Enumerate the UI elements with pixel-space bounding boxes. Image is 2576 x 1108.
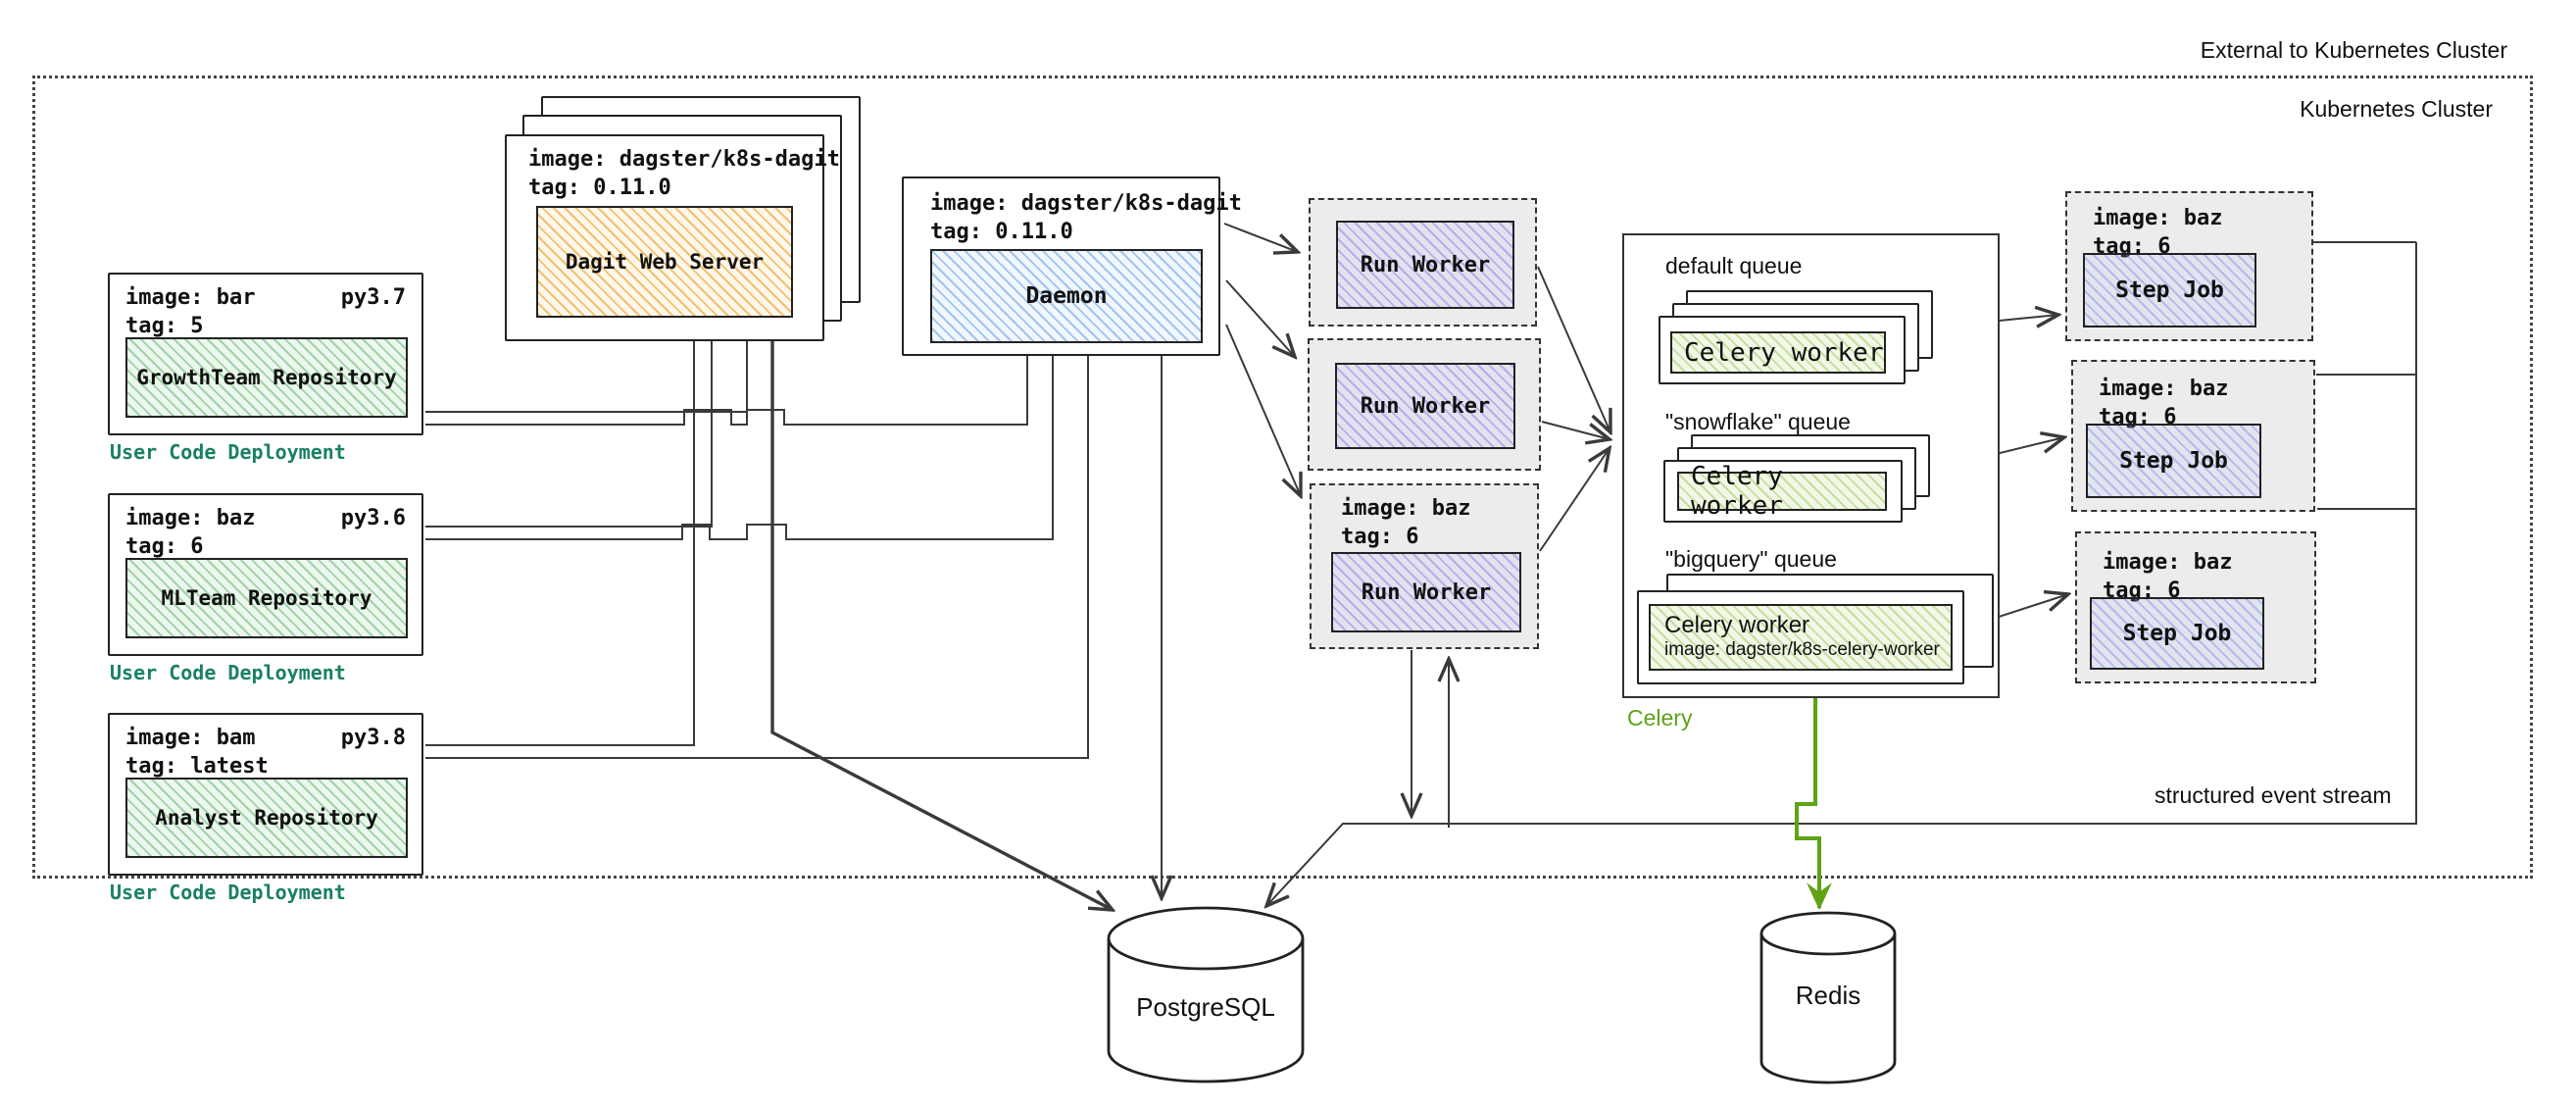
image-line: image: baz — [2103, 550, 2233, 575]
celery-worker-image-line: image: dagster/k8s-celery-worker — [1664, 639, 1940, 660]
user-code-deployment-growthteam: image: bar py3.7 tag: 5 GrowthTeam Repos… — [108, 273, 423, 435]
celery-caption: Celery — [1627, 705, 1693, 730]
kubernetes-cluster-label: Kubernetes Cluster — [2300, 96, 2493, 122]
redis-cylinder-shape — [1759, 911, 1897, 1084]
postgres-cylinder-shape — [1107, 906, 1305, 1083]
tag-line: tag: 0.11.0 — [528, 175, 671, 200]
step-job-pod-2: image: baz tag: 6 Step Job — [2071, 360, 2315, 512]
dagit-web-server-node: Dagit Web Server — [536, 206, 793, 318]
step-job-pod-3: image: baz tag: 6 Step Job — [2075, 531, 2316, 683]
image-line: image: baz — [125, 506, 256, 530]
image-line: image: baz — [2099, 377, 2229, 401]
kubernetes-cluster-boundary — [32, 76, 2533, 879]
run-worker-node: Run Worker — [1336, 221, 1514, 309]
tag-line: tag: 6 — [1341, 524, 1419, 549]
dagit-stack: image: dagster/k8s-dagit tag: 0.11.0 Dag… — [505, 96, 861, 341]
step-job-node: Step Job — [2090, 597, 2264, 670]
external-cluster-label: External to Kubernetes Cluster — [2200, 37, 2507, 63]
daemon-box: image: dagster/k8s-dagit tag: 0.11.0 Dae… — [902, 176, 1242, 356]
image-line: image: bam — [125, 726, 256, 750]
celery-worker-stack-default: Celery worker — [1659, 290, 1933, 384]
step-job-node: Step Job — [2083, 253, 2256, 327]
daemon-node: Daemon — [930, 249, 1203, 343]
redis-label: Redis — [1795, 981, 1861, 1010]
user-code-deployment-analyst: image: bam py3.8 tag: latest Analyst Rep… — [108, 713, 423, 876]
user-code-deployment-caption: User Code Deployment — [110, 661, 346, 684]
run-worker-node: Run Worker — [1331, 552, 1521, 632]
run-worker-pod-3: image: baz tag: 6 Run Worker — [1310, 483, 1539, 649]
python-version: py3.8 — [340, 726, 406, 750]
stack-card-front: Celery worker — [1659, 316, 1906, 384]
user-code-deployment-caption: User Code Deployment — [110, 881, 346, 904]
celery-worker-stack-snowflake: Celery worker — [1663, 434, 1930, 523]
analyst-repository-node: Analyst Repository — [125, 778, 408, 858]
queue-snowflake-label: "snowflake" queue — [1665, 409, 1851, 434]
tag-line: tag: latest — [125, 753, 269, 779]
run-worker-pod-2: Run Worker — [1308, 338, 1541, 471]
growthteam-repository-node: GrowthTeam Repository — [125, 337, 408, 418]
mlteam-repository-node: MLTeam Repository — [125, 558, 408, 638]
image-line: image: dagster/k8s-dagit — [930, 191, 1242, 216]
step-job-pod-1: image: baz tag: 6 Step Job — [2065, 191, 2313, 341]
python-version: py3.7 — [340, 285, 406, 310]
celery-worker-node: Celery worker image: dagster/k8s-celery-… — [1649, 604, 1953, 671]
stack-card-front: Celery worker — [1663, 460, 1903, 523]
step-job-node: Step Job — [2086, 424, 2261, 498]
tag-line: tag: 6 — [125, 533, 204, 559]
image-line: image: bar — [125, 285, 256, 310]
celery-worker-node: Celery worker — [1670, 331, 1886, 374]
user-code-deployment-caption: User Code Deployment — [110, 440, 346, 464]
user-code-deployment-mlteam: image: baz py3.6 tag: 6 MLTeam Repositor… — [108, 493, 423, 656]
python-version: py3.6 — [340, 506, 406, 530]
event-stream-label: structured event stream — [2149, 782, 2398, 809]
stack-card-front: Celery worker image: dagster/k8s-celery-… — [1637, 590, 1964, 684]
tag-line: tag: 5 — [125, 313, 204, 338]
celery-worker-stack-bigquery: Celery worker image: dagster/k8s-celery-… — [1637, 574, 1994, 684]
image-line: image: dagster/k8s-dagit — [528, 147, 840, 172]
queue-bigquery-label: "bigquery" queue — [1665, 546, 1837, 572]
run-worker-node: Run Worker — [1335, 363, 1515, 449]
image-line: image: baz — [1341, 496, 1471, 521]
celery-queues-box: default queue Celery worker "snowflake" … — [1622, 233, 2000, 698]
queue-default-label: default queue — [1665, 253, 1803, 278]
dagit-card-front: image: dagster/k8s-dagit tag: 0.11.0 Dag… — [505, 134, 840, 341]
tag-line: tag: 0.11.0 — [930, 219, 1073, 244]
run-worker-pod-1: Run Worker — [1309, 198, 1537, 327]
postgres-label: PostgreSQL — [1136, 992, 1275, 1022]
celery-worker-node: Celery worker — [1677, 462, 1887, 521]
image-line: image: baz — [2093, 206, 2223, 230]
